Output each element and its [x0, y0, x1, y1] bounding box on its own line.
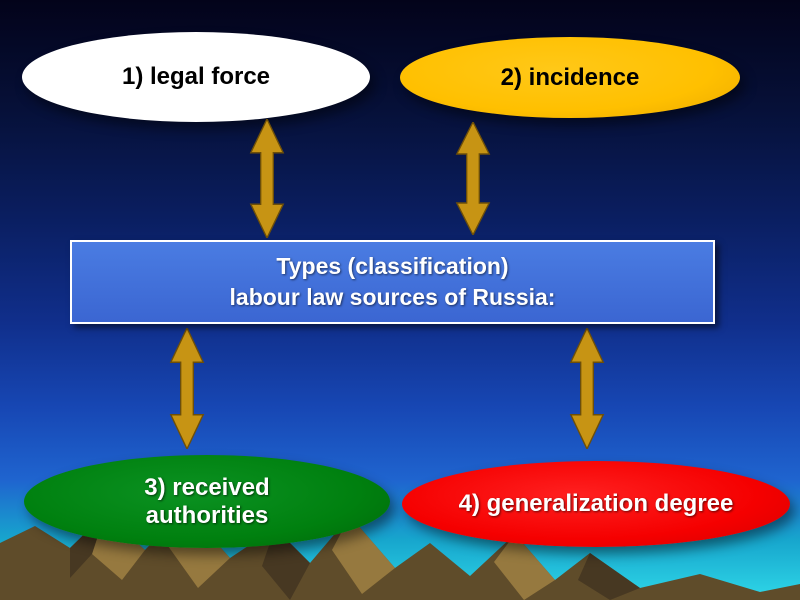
- title-box: Types (classification) labour law source…: [70, 240, 715, 324]
- node-generalization-degree: 4) generalization degree: [402, 461, 790, 547]
- double-arrow-legal-force: [249, 119, 285, 238]
- title-box-line1: Types (classification): [276, 252, 509, 279]
- node-received-authorities: 3) received authorities: [24, 455, 390, 548]
- double-arrow-generalization-degree: [569, 328, 605, 449]
- node-incidence: 2) incidence: [400, 37, 740, 118]
- node-legal-force-label: 1) legal force: [121, 63, 271, 91]
- title-box-line2: labour law sources of Russia:: [229, 284, 556, 310]
- double-arrow-incidence: [455, 122, 491, 235]
- node-received-authorities-label: 3) received authorities: [144, 473, 270, 529]
- node-generalization-degree-label: 4) generalization degree: [458, 490, 734, 518]
- double-arrow-received-authorities: [169, 328, 205, 449]
- node-incidence-label: 2) incidence: [500, 63, 640, 91]
- node-legal-force: 1) legal force: [22, 32, 370, 122]
